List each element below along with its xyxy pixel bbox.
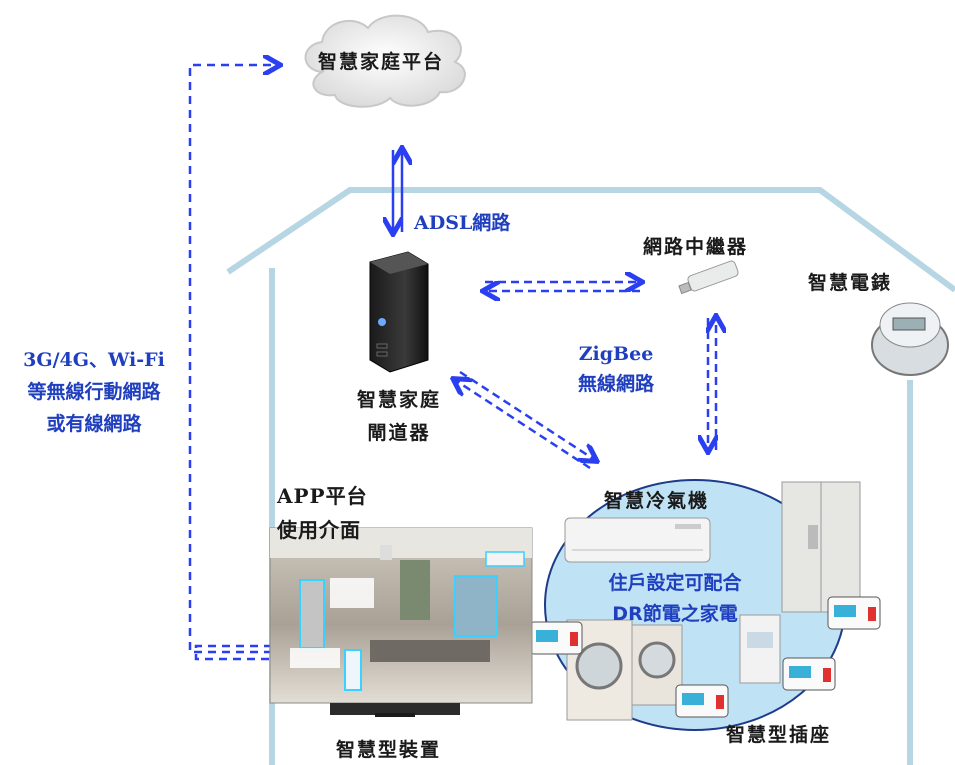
cloud-label: 智慧家庭平台 bbox=[318, 51, 445, 73]
dr-label-line-2: DR節電之家電 bbox=[612, 603, 738, 625]
aircon-label: 智慧冷氣機 bbox=[604, 490, 710, 512]
gateway-label: 智慧家庭 閘道器 bbox=[344, 385, 454, 445]
smart-meter-label: 智慧電錶 bbox=[808, 272, 893, 294]
gateway-label-line-1: 智慧家庭 bbox=[356, 389, 441, 411]
water-dispenser-icon bbox=[739, 614, 781, 684]
app-label-line-2: 使用介面 bbox=[277, 518, 361, 542]
zigbee-label: ZigBee 無線網路 bbox=[560, 343, 672, 396]
refrigerator-icon bbox=[781, 481, 861, 613]
wireless-label-line-3: 或有線網路 bbox=[46, 413, 142, 435]
zigbee-label-line-2: 無線網路 bbox=[577, 373, 654, 395]
wireless-network-label: 3G/4G、Wi-Fi 等無線行動網路 或有線網路 bbox=[2, 345, 186, 436]
cloud-icon bbox=[304, 14, 466, 108]
arrows bbox=[188, 65, 716, 661]
gateway-device-icon bbox=[369, 251, 429, 373]
app-label: APP平台 使用介面 bbox=[277, 480, 368, 543]
washer-dryer-icon bbox=[566, 619, 683, 721]
smart-socket-label: 智慧型插座 bbox=[726, 724, 832, 746]
gateway-label-line-2: 閘道器 bbox=[367, 422, 431, 444]
zigbee-label-line-1: ZigBee bbox=[578, 343, 654, 365]
repeater-label: 網路中繼器 bbox=[643, 236, 749, 258]
smart-device-label: 智慧型裝置 bbox=[336, 739, 442, 761]
dr-appliance-label: 住戶設定可配合 DR節電之家電 bbox=[590, 568, 760, 626]
smart-meter-icon bbox=[871, 302, 949, 376]
gateway-aircon-arrow bbox=[459, 370, 595, 460]
wireless-label-line-1: 3G/4G、Wi-Fi bbox=[23, 349, 165, 371]
app-label-line-1: APP平台 bbox=[277, 484, 368, 508]
wireless-path-arrow bbox=[188, 65, 278, 654]
monitor-stand-icon bbox=[330, 703, 460, 717]
adsl-label: ADSL網路 bbox=[414, 212, 511, 234]
smart-socket-icons bbox=[529, 596, 881, 718]
app-interface-image bbox=[269, 527, 533, 704]
wireless-label-line-2: 等無線行動網路 bbox=[27, 381, 161, 403]
repeater-device-icon bbox=[678, 260, 739, 295]
aircon-icon bbox=[564, 517, 711, 563]
dr-label-line-1: 住戶設定可配合 bbox=[608, 572, 742, 594]
